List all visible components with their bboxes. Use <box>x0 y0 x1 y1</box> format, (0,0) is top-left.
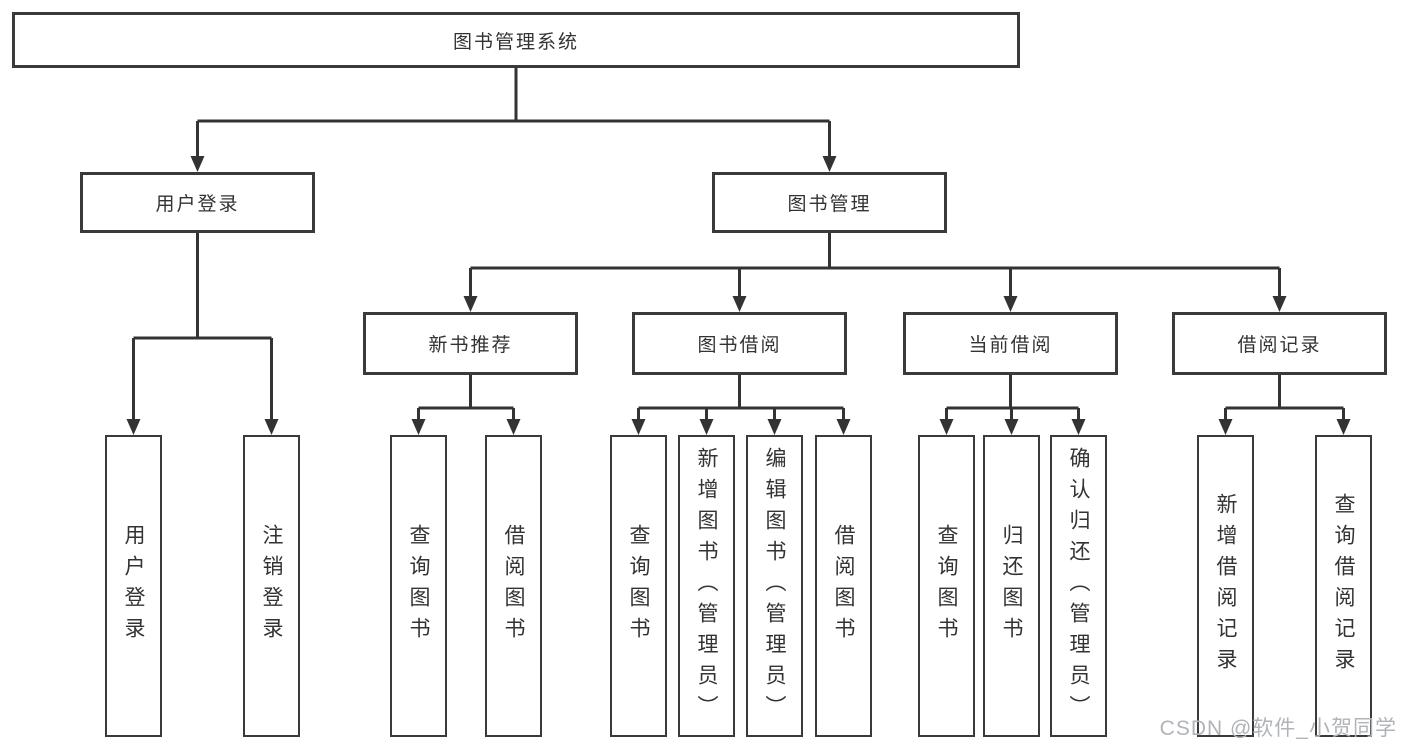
node-user-login: 用户登录 <box>80 172 315 233</box>
node-leaf-query-borrow-record: 查询借阅记录 <box>1315 435 1372 737</box>
node-leaf-logout: 注销登录 <box>243 435 300 737</box>
node-label: 查询图书 <box>407 524 430 648</box>
node-leaf-user-login: 用户登录 <box>105 435 162 737</box>
node-new-book-recommend: 新书推荐 <box>363 312 578 375</box>
node-leaf-add-borrow-record: 新增借阅记录 <box>1197 435 1254 737</box>
node-label: 用户登录 <box>122 524 145 648</box>
node-leaf-query-books-current: 查询图书 <box>918 435 975 737</box>
node-label: 确认归还（管理员） <box>1067 446 1090 726</box>
node-label: 图书借阅 <box>697 335 782 356</box>
node-borrow-records: 借阅记录 <box>1172 312 1387 375</box>
node-label: 查询借阅记录 <box>1332 493 1355 679</box>
node-book-management: 图书管理 <box>712 172 947 233</box>
node-leaf-query-books: 查询图书 <box>610 435 667 737</box>
node-label: 查询图书 <box>935 524 958 648</box>
csdn-watermark: CSDN @软件_小贺同学 <box>1159 717 1397 740</box>
node-leaf-return-books: 归还图书 <box>983 435 1040 737</box>
node-leaf-confirm-return-admin: 确认归还（管理员） <box>1050 435 1107 737</box>
node-label: 借阅图书 <box>502 524 525 648</box>
arrowhead-icons <box>126 156 1351 435</box>
node-leaf-edit-book-admin: 编辑图书（管理员） <box>746 435 803 737</box>
node-label: 注销登录 <box>260 524 283 648</box>
node-label: 借阅图书 <box>832 524 855 648</box>
node-book-borrow: 图书借阅 <box>632 312 847 375</box>
node-label: 查询图书 <box>627 524 650 648</box>
node-leaf-borrow-books-recommend: 借阅图书 <box>485 435 542 737</box>
node-label: 图书管理 <box>787 194 872 215</box>
node-root-system: 图书管理系统 <box>12 12 1020 68</box>
node-label: 归还图书 <box>1000 524 1023 648</box>
node-label: 编辑图书（管理员） <box>763 446 786 726</box>
node-label: 图书管理系统 <box>452 31 579 53</box>
node-leaf-query-books-recommend: 查询图书 <box>390 435 447 737</box>
node-label: 新书推荐 <box>428 335 513 356</box>
node-label: 新增借阅记录 <box>1214 493 1237 679</box>
node-leaf-borrow-books: 借阅图书 <box>815 435 872 737</box>
node-label: 用户登录 <box>155 194 240 215</box>
node-label: 当前借阅 <box>968 335 1053 356</box>
node-label: 借阅记录 <box>1237 335 1322 356</box>
node-current-borrow: 当前借阅 <box>903 312 1118 375</box>
node-label: 新增图书（管理员） <box>695 446 718 726</box>
node-leaf-add-book-admin: 新增图书（管理员） <box>678 435 735 737</box>
